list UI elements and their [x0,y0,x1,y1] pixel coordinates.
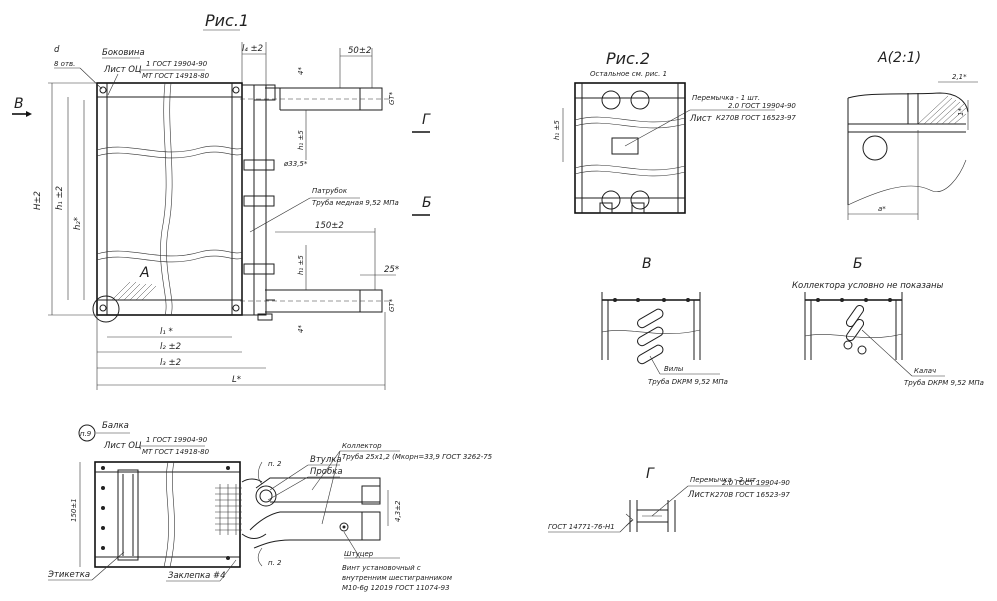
view-g-title: Г [646,466,655,482]
heat-exchanger-body [96,82,243,316]
bottom-label-p2-top: п. 2 [268,460,282,468]
view-g-label-list: Лист [687,490,711,500]
label-d: d [54,45,60,55]
label-bokovina: Боковина [102,48,145,58]
figure-2: Рис.2 Остальное см. рис. 1 h₁ ±5 Перемыч… [553,49,796,214]
bottom-label-shtucer: Штуцер [344,550,374,558]
view-bb-label-kalach: Калач [914,367,936,375]
bottom-label-gost1: 1 ГОСТ 19904-90 [146,436,208,444]
bottom-dim-150: 150±1 [70,498,78,522]
label-8-holes: 8 отв. [54,60,75,68]
bottom-label-vtulka: Втулка [310,455,342,465]
detail-a-dim-a: a* [878,205,886,213]
bottom-label-list: Лист ОЦ [103,441,142,451]
bottom-body [94,461,241,568]
dim-h1-lower: h₁ ±5 [297,255,305,275]
label-list-oc: Лист ОЦ [103,65,142,75]
fig1-title: Рис.1 [205,11,249,30]
dim-150: 150±2 [315,221,344,231]
dim-50: 50±2 [348,46,371,56]
dim-l2: l₂ ±2 [160,342,181,352]
bottom-view: п.9 Балка Лист ОЦ 1 ГОСТ 19904-90 МТ ГОС… [47,421,493,592]
detail-a-dim-21: 2,1* [952,73,967,81]
detail-a-label: A [139,265,150,281]
view-g-label-gost-c: ГОСТ 14771-76-Н1 [548,523,615,531]
dim-h1-vertical: h₁ ±2 [55,186,65,210]
dim-4-bottom: 4* [297,325,305,333]
bottom-label-gost2: МТ ГОСТ 14918-80 [142,448,210,456]
dim-gt-bottom: GT* [388,298,396,312]
bottom-pos-label: п.9 [80,430,92,438]
bottom-label-vint-2: внутренним шестигранником [342,574,453,582]
detail-a-circle [92,295,120,323]
dim-l1: l₁ * [160,327,173,337]
dim-l4: l₄ ±2 [242,44,263,54]
view-b-title: В [642,256,652,272]
detail-a-view: A(2:1) a* 2,1* 1* [847,50,978,220]
label-gost-19904: 1 ГОСТ 19904-90 [146,60,208,68]
bottom-label-kollektor: Коллектор [342,442,382,450]
dim-diameter: ø33,5* [283,160,308,168]
view-g-label-peremychka: Перемычка - 2 шт. [690,476,758,484]
view-g-label-gost-b: К270В ГОСТ 16523-97 [710,491,790,499]
fig1-view-marker-g: Г [422,112,431,128]
view-b: В Вилы Труба DКРМ 9,52 МПа [601,256,728,386]
bottom-label-balka: Балка [102,421,129,431]
label-patrubok-pipe: Труба медная 9,52 МПа [312,199,399,207]
dim-h2: h₂* [73,217,83,230]
fig2-label-gost-b: К270В ГОСТ 16523-97 [716,114,796,122]
view-b-label-truba: Труба DКРМ 9,52 МПа [648,378,728,386]
fig1-view-marker-bb: Б [422,195,432,211]
view-bb-title: Б [853,256,863,272]
dim-4-top: 4* [297,67,305,75]
figure-1: Рис.1 В Г Б [12,11,432,390]
fig2-label-gost-a: 2.0 ГОСТ 19904-90 [728,102,796,110]
bottom-label-vint-3: М10-6g 12019 ГОСТ 11074-93 [342,584,450,592]
fig1-view-marker-b: В [14,96,24,112]
detail-a-dim-1: 1* [957,108,965,116]
fig2-label-peremychka: Перемычка - 1 шт. [692,94,760,102]
label-patrubok: Патрубок [312,187,348,195]
view-b-label-vily: Вилы [664,365,684,373]
view-bb-note: Коллектора условно не показаны [792,281,944,291]
dim-25: 25* [384,265,399,275]
fig2-title: Рис.2 [606,49,650,68]
dim-gt-top: GT* [388,91,396,105]
bottom-label-vint-1: Винт установочный с [342,564,421,572]
view-bb-label-truba: Труба DКРМ 9,52 МПа [904,379,984,387]
fig2-subtitle: Остальное см. рис. 1 [590,70,667,78]
dim-H: H±2 [33,191,43,210]
bottom-label-etiketka: Этикетка [47,570,90,580]
bottom-dim-43: 4,3±2 [394,500,402,522]
dim-L: L* [232,375,241,385]
fig2-label-list: Лист [689,114,713,124]
view-g-label-gost-a: 2.0 ГОСТ 19904-90 [722,479,790,487]
view-bb: Б Коллектора условно не показаны Калач Т… [792,256,984,387]
view-g: Г Перемычка - 2 шт. Лист 2.0 ГОСТ 19904-… [548,466,790,533]
dim-l3: l₃ ±2 [160,358,181,368]
detail-a-title: A(2:1) [877,50,921,66]
bottom-label-kollektor-pipe: Труба 25х1,2 (Мкорн=33,9 ГОСТ 3262-75 [342,453,493,461]
fig2-dim-h1: h₁ ±5 [553,120,561,140]
bottom-label-zaklepka: Заклепка #4 [168,571,226,581]
dim-h1-upper: h₁ ±5 [297,130,305,150]
bottom-label-probka: Пробка [310,467,343,477]
bottom-label-p2-bottom: п. 2 [268,559,282,567]
label-gost-14918: МТ ГОСТ 14918-80 [142,72,210,80]
